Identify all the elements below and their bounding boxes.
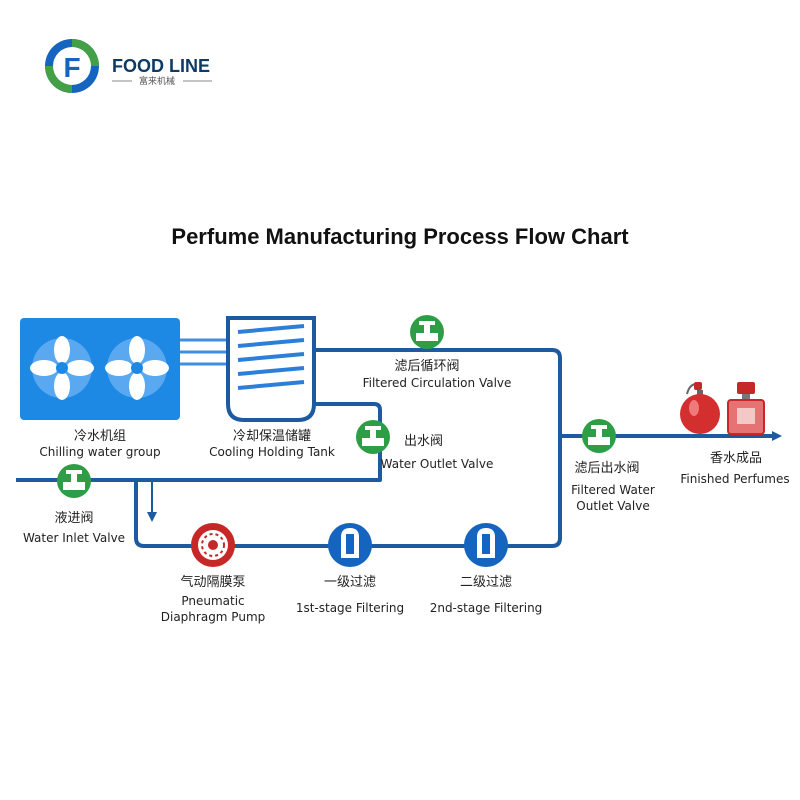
- pump-label-en1: Pneumatic: [181, 594, 244, 608]
- food-line-logo-icon: F: [45, 39, 99, 93]
- filter2-label-zh: 二级过滤: [460, 575, 512, 590]
- filtered-water-outlet-valve: [582, 419, 616, 453]
- valve-icon: [582, 419, 616, 453]
- finished-perfumes: [680, 382, 765, 435]
- chiller-label-zh: 冷水机组: [74, 429, 126, 444]
- filtered-outlet-label-zh: 滤后出水阀: [574, 461, 639, 476]
- fan-icon: [30, 336, 94, 400]
- water-inlet-valve: [57, 464, 91, 498]
- valve-icon: [356, 420, 390, 454]
- brand-subtitle: 富来机械: [139, 75, 175, 87]
- filtered-outlet-label-en2: Outlet Valve: [576, 499, 649, 513]
- filter1-label-en: 1st-stage Filtering: [296, 601, 404, 615]
- pump-label-en2: Diaphragm Pump: [161, 610, 266, 624]
- svg-text:F: F: [63, 52, 80, 83]
- chiller-label-en: Chilling water group: [39, 445, 160, 459]
- chiller-unit: [20, 318, 180, 420]
- circulation-pipe: [314, 348, 562, 436]
- page-title: Perfume Manufacturing Process Flow Chart: [171, 224, 629, 249]
- pump-icon: [191, 523, 235, 567]
- product-label-zh: 香水成品: [710, 451, 762, 466]
- coil-icon: [237, 324, 305, 390]
- filter1-label-zh: 一级过滤: [324, 575, 376, 590]
- circ-valve-label-zh: 滤后循环阀: [394, 359, 459, 374]
- perfume-bottle-icon: [680, 382, 720, 434]
- water-outlet-valve: [356, 420, 390, 454]
- tank-label-zh: 冷却保温储罐: [233, 429, 311, 444]
- filter-icon: [464, 523, 508, 567]
- second-stage-filter: [464, 523, 508, 567]
- holding-tank: [226, 316, 316, 422]
- valve-icon: [410, 315, 444, 349]
- pump-label-zh: 气动隔膜泵: [180, 574, 245, 590]
- inlet-pipe: [16, 402, 382, 482]
- circ-valve-label-en: Filtered Circulation Valve: [363, 376, 512, 390]
- valve-icon: [57, 464, 91, 498]
- diaphragm-pump: [191, 523, 235, 567]
- first-stage-filter: [328, 523, 372, 567]
- tank-label-en: Cooling Holding Tank: [209, 445, 335, 459]
- inlet-valve-label-zh: 液进阀: [54, 511, 93, 526]
- brand-name: FOOD LINE: [112, 56, 210, 76]
- outlet-valve-label-zh: 出水阀: [404, 434, 443, 449]
- brand-logo: F FOOD LINE 富来机械: [45, 39, 212, 93]
- perfume-bottle-icon: [727, 382, 765, 435]
- fan-icon: [105, 336, 169, 400]
- inlet-valve-label-en: Water Inlet Valve: [23, 531, 125, 545]
- outlet-valve-label-en: Water Outlet Valve: [381, 457, 494, 471]
- product-label-en: Finished Perfumes: [680, 472, 789, 486]
- filtered-outlet-label-en1: Filtered Water: [571, 483, 655, 497]
- filtered-circulation-valve: [410, 315, 444, 349]
- filter-icon: [328, 523, 372, 567]
- filter2-label-en: 2nd-stage Filtering: [430, 601, 543, 615]
